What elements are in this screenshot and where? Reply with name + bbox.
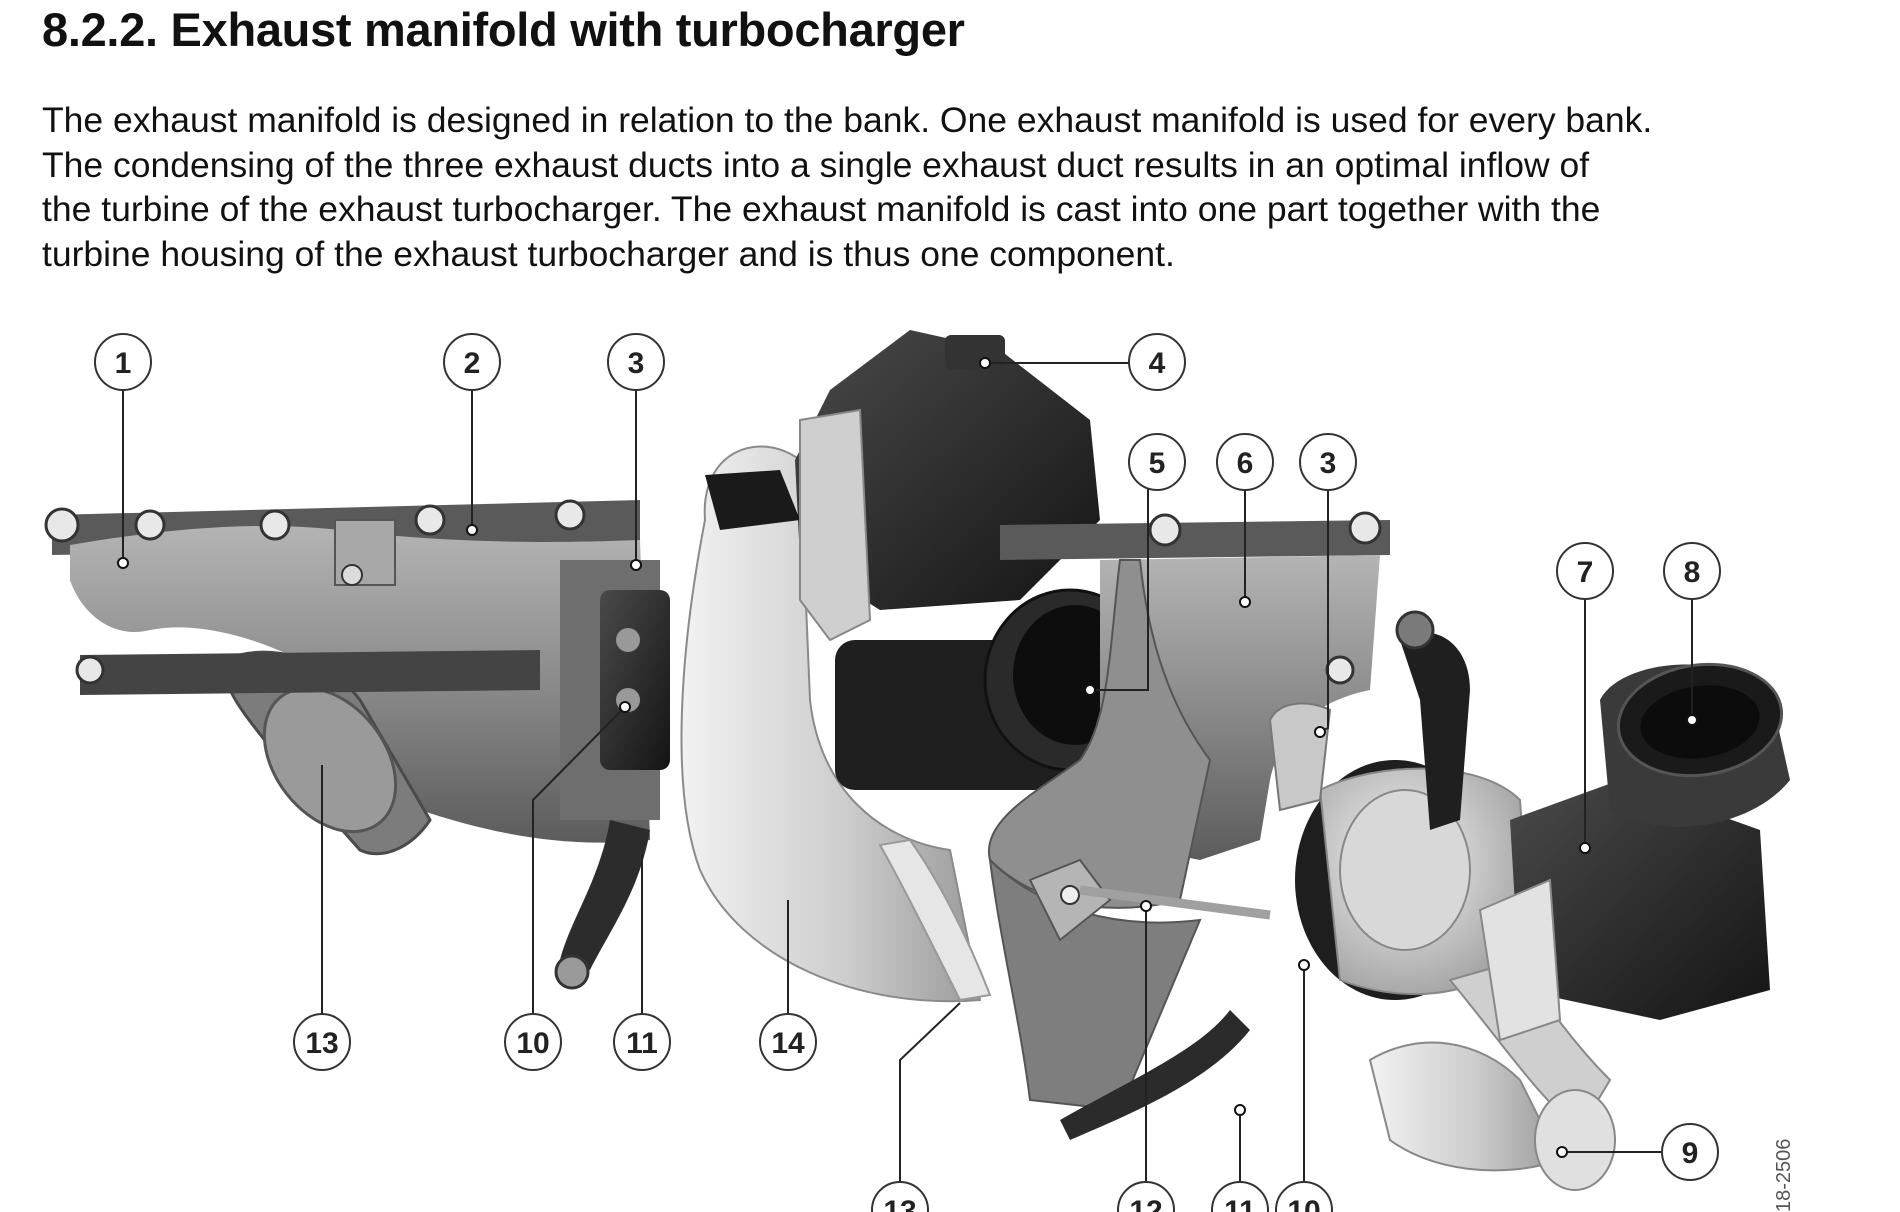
right-exhaust-manifold xyxy=(987,511,1390,1112)
paragraph-line: The condensing of the three exhaust duct… xyxy=(42,144,1590,185)
charge-air-pipe xyxy=(680,445,992,1003)
leader-lines xyxy=(122,362,1693,1182)
paragraph-line: The exhaust manifold is designed in rela… xyxy=(42,100,1653,140)
svg-text:4: 4 xyxy=(1149,347,1166,380)
callout-7: 7 xyxy=(1556,542,1614,600)
svg-text:9: 9 xyxy=(1682,1137,1699,1170)
callout-10-bottom: 10 xyxy=(1275,1181,1333,1212)
right-actuator-and-intake xyxy=(1395,610,1790,1042)
callout-10: 10 xyxy=(504,1013,562,1071)
callout-11-bottom: 11 xyxy=(1211,1181,1269,1212)
callout-2: 2 xyxy=(443,333,501,391)
callout-14: 14 xyxy=(759,1013,817,1071)
svg-text:12: 12 xyxy=(1129,1195,1162,1212)
svg-text:7: 7 xyxy=(1577,556,1594,589)
svg-text:13: 13 xyxy=(883,1195,916,1212)
body-paragraph: The exhaust manifold is designed in rela… xyxy=(42,98,1882,276)
svg-text:8: 8 xyxy=(1684,556,1701,589)
left-connection-block xyxy=(554,590,670,990)
callout-6: 6 xyxy=(1216,433,1274,491)
callout-12: 12 xyxy=(1117,1181,1175,1212)
callout-8: 8 xyxy=(1663,542,1721,600)
paragraph-line: the turbine of the exhaust turbocharger.… xyxy=(42,189,1601,229)
svg-text:3: 3 xyxy=(1320,447,1337,480)
svg-text:6: 6 xyxy=(1237,447,1254,480)
callout-9: 9 xyxy=(1661,1123,1719,1181)
callout-13: 13 xyxy=(293,1013,351,1071)
callout-1: 1 xyxy=(94,333,152,391)
svg-text:3: 3 xyxy=(628,347,645,380)
svg-text:10: 10 xyxy=(1287,1195,1320,1212)
callout-4: 4 xyxy=(1128,333,1186,391)
paragraph-line: turbine housing of the exhaust turbochar… xyxy=(42,233,1175,274)
svg-text:13: 13 xyxy=(305,1027,338,1060)
svg-text:5: 5 xyxy=(1149,447,1166,480)
svg-text:14: 14 xyxy=(771,1027,805,1060)
svg-text:1: 1 xyxy=(115,347,132,380)
leader-dots xyxy=(117,357,1698,1158)
svg-text:10: 10 xyxy=(516,1027,549,1060)
left-exhaust-manifold xyxy=(44,499,660,856)
callout-5: 5 xyxy=(1128,433,1186,491)
wastegate-linkage xyxy=(1028,858,1271,942)
callout-13-bottom: 13 xyxy=(871,1181,929,1212)
svg-text:11: 11 xyxy=(1224,1195,1256,1212)
svg-text:2: 2 xyxy=(464,347,481,380)
callout-11: 11 xyxy=(613,1013,671,1071)
svg-text:11: 11 xyxy=(626,1027,658,1060)
callout-3-right: 3 xyxy=(1299,433,1357,491)
figure-id: 18-2506 xyxy=(1773,1139,1795,1212)
section-heading: 8.2.2. Exhaust manifold with turbocharge… xyxy=(42,3,965,56)
callout-3: 3 xyxy=(607,333,665,391)
